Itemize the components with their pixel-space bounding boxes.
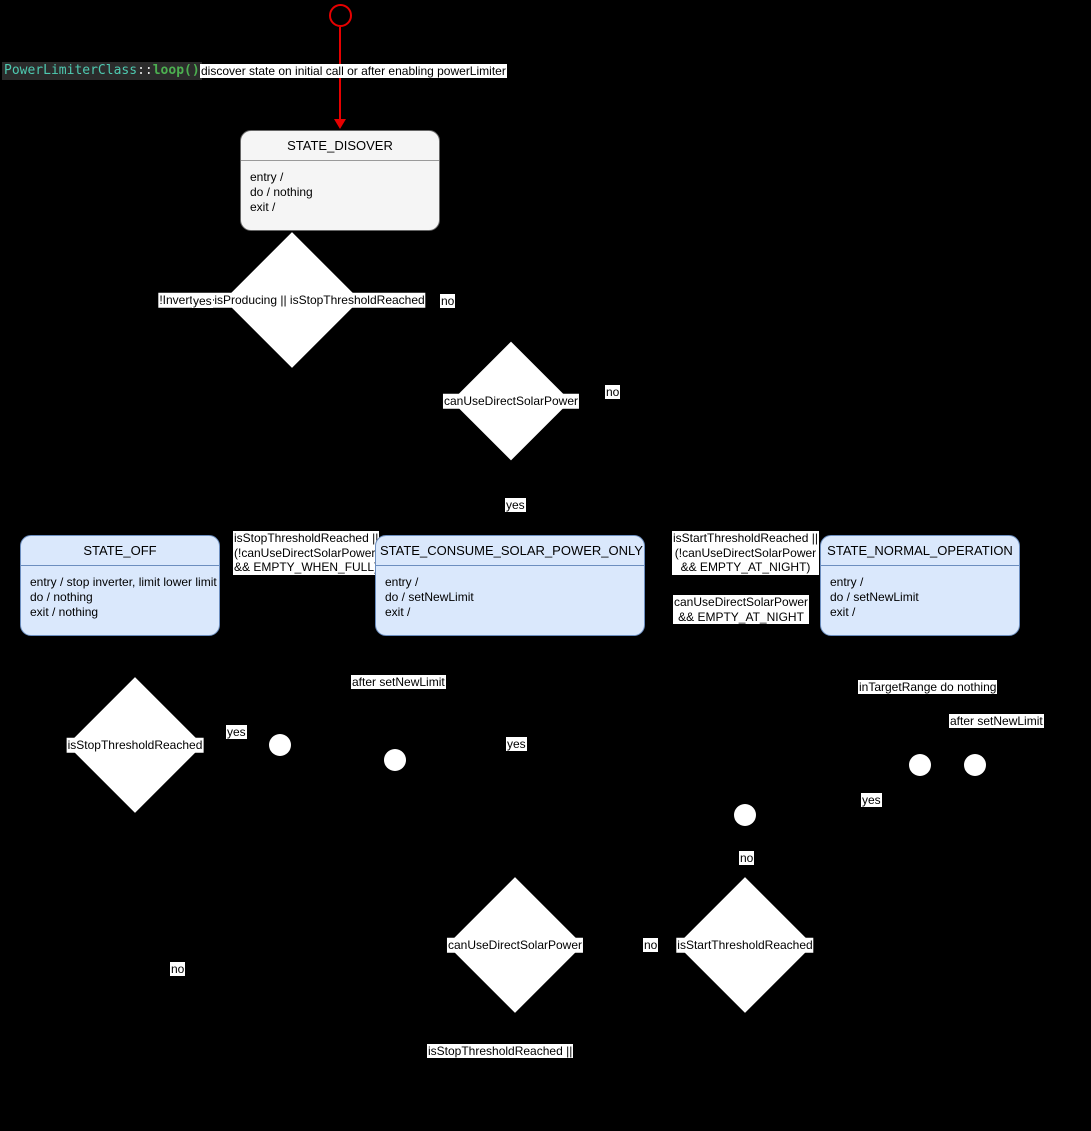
- edge-label-yes-4: yes: [506, 737, 527, 751]
- decision-diamond-5-label: isStartThresholdReached: [676, 937, 814, 953]
- edge-label-after-set-new-limit-1: after setNewLimit: [351, 675, 446, 689]
- code-function-name: loop(): [152, 63, 200, 78]
- decision-diamond-1[interactable]: !Inverter->isProducing || isStopThreshol…: [158, 232, 426, 368]
- decision-diamond-1-label: !Inverter->isProducing || isStopThreshol…: [158, 292, 426, 308]
- decision-diamond-4-label: canUseDirectSolarPower: [446, 937, 584, 953]
- junction-dot-4: [964, 754, 986, 776]
- edge-label-guard-off: isStopThresholdReached || (!canUseDirect…: [233, 531, 380, 575]
- state-box-discover[interactable]: STATE_DISOVER entry / do / nothing exit …: [240, 130, 440, 231]
- edge-label-guard-night: canUseDirectSolarPower && EMPTY_AT_NIGHT: [673, 595, 810, 624]
- decision-diamond-2-label: canUseDirectSolarPower: [442, 393, 580, 409]
- state-title-normal-operation: STATE_NORMAL_OPERATION: [821, 536, 1019, 566]
- state-title-consume-solar: STATE_CONSUME_SOLAR_POWER_ONLY: [376, 536, 644, 566]
- code-class-name: PowerLimiterClass: [4, 63, 138, 78]
- edge-label-no-1: no: [440, 294, 456, 308]
- edge-label-no-2: no: [605, 385, 621, 399]
- code-caption: PowerLimiterClass::loop(): [2, 62, 202, 80]
- edge-label-no-4: no: [170, 962, 186, 976]
- state-body-normal-operation: entry / do / setNewLimit exit /: [830, 575, 919, 619]
- state-body-consume-solar: entry / do / setNewLimit exit /: [385, 575, 474, 619]
- edge-label-yes-5: yes: [861, 793, 882, 807]
- edge-label-guard-start: isStartThresholdReached || (!canUseDirec…: [672, 531, 819, 575]
- edge-label-guard-stop-tail: isStopThresholdReached ||: [427, 1044, 574, 1058]
- junction-dot-3: [909, 754, 931, 776]
- state-title-off: STATE_OFF: [21, 536, 219, 566]
- state-body-off: entry / stop inverter, limit lower limit…: [30, 575, 217, 619]
- state-box-normal-operation[interactable]: STATE_NORMAL_OPERATION entry / do / setN…: [820, 535, 1020, 636]
- junction-dot-2: [384, 749, 406, 771]
- code-scope-operator: ::: [137, 63, 153, 78]
- edge-label-no-5: no: [643, 938, 659, 952]
- edge-label-no-3: no: [739, 851, 755, 865]
- edge-label-after-set-new-limit-2: after setNewLimit: [949, 714, 1044, 728]
- decision-diamond-5[interactable]: isStartThresholdReached: [676, 877, 814, 1013]
- state-box-off[interactable]: STATE_OFF entry / stop inverter, limit l…: [20, 535, 220, 636]
- edge-label-initial-transition: discover state on initial call or after …: [200, 64, 507, 78]
- edge-label-yes-1: yes: [192, 294, 213, 308]
- state-box-consume-solar-power-only[interactable]: STATE_CONSUME_SOLAR_POWER_ONLY entry / d…: [375, 535, 645, 636]
- decision-diamond-4[interactable]: canUseDirectSolarPower: [446, 877, 584, 1013]
- state-body-discover: entry / do / nothing exit /: [250, 170, 313, 214]
- decision-diamond-2[interactable]: canUseDirectSolarPower: [442, 341, 580, 461]
- decision-diamond-3-label: isStopThresholdReached: [66, 737, 204, 753]
- state-title-discover: STATE_DISOVER: [241, 131, 439, 161]
- junction-dot-5: [734, 804, 756, 826]
- junction-dot-1: [269, 734, 291, 756]
- initial-transition-arrowhead: [334, 119, 346, 129]
- edge-label-initial-transition-text: discover state on initial call or after …: [201, 64, 506, 78]
- edge-label-in-target-range: inTargetRange do nothing: [858, 680, 998, 694]
- edge-label-yes-2: yes: [505, 498, 526, 512]
- decision-diamond-3[interactable]: isStopThresholdReached: [66, 677, 204, 813]
- initial-pseudostate-circle: [329, 4, 352, 27]
- edge-label-yes-3: yes: [226, 725, 247, 739]
